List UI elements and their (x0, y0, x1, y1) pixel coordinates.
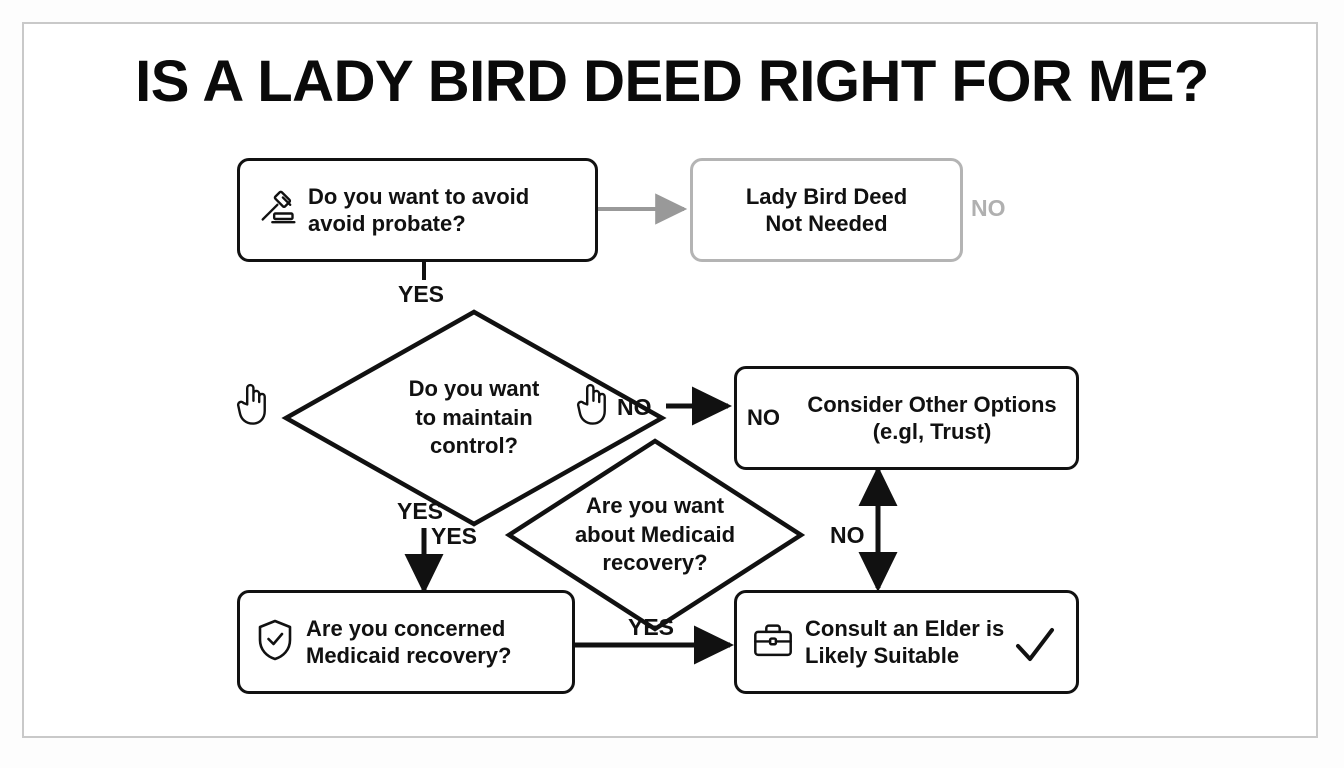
node-probate[interactable]: Do you want to avoid avoid probate? (237, 158, 598, 262)
briefcase-icon (751, 619, 795, 666)
node-concerned-label: Are you concerned Medicaid recovery? (306, 615, 511, 670)
shield-check-icon (254, 617, 296, 668)
edge-label-no-vertical: NO (830, 522, 865, 548)
node-concerned-line2: Medicaid recovery? (306, 643, 512, 668)
node-other-options[interactable]: NO Consider Other Options (e.gl, Trust) (734, 366, 1079, 470)
node-probate-line2: avoid probate? (308, 211, 466, 236)
node-probate-label: Do you want to avoid avoid probate? (308, 183, 529, 238)
node-other-options-line2: (e.gl, Trust) (872, 419, 992, 444)
edge-label-yes-consult: YES (628, 614, 675, 640)
node-not-needed-label: Lady Bird Deed Not Needed (746, 183, 907, 238)
node-consult-elder-label: Consult an Elder is Likely Suitable (805, 615, 1004, 670)
edge-label-yes-left: YES (397, 498, 444, 524)
node-consult-elder[interactable]: Consult an Elder is Likely Suitable (734, 590, 1079, 694)
node-other-options-prefix: NO (747, 405, 780, 431)
pointing-hand-icon-left (232, 378, 272, 431)
node-probate-line1: Do you want to avoid (308, 183, 530, 209)
gavel-icon (254, 186, 298, 235)
edge-label-yes-under-probate: YES (398, 281, 445, 307)
node-not-needed[interactable]: Lady Bird Deed Not Needed (690, 158, 963, 262)
edge-label-no-control: NO (617, 394, 652, 420)
diamond-outline (281, 309, 667, 527)
edge-label-no-top: NO (971, 195, 1006, 221)
pointing-hand-icon-right (572, 378, 612, 431)
node-consult-elder-line2: Likely Suitable (805, 643, 960, 668)
edge-label-yes-right: YES (431, 523, 478, 549)
check-icon (1012, 622, 1058, 673)
node-not-needed-line1: Lady Bird Deed (745, 183, 908, 209)
node-not-needed-line2: Not Needed (765, 211, 888, 236)
node-other-options-line1: Consider Other Options (807, 391, 1057, 417)
node-other-options-label: Consider Other Options (e.gl, Trust) (788, 391, 1076, 446)
node-concerned-line1: Are you concerned (306, 615, 506, 641)
node-consult-elder-line1: Consult an Elder is (805, 615, 1005, 641)
page-title: IS A LADY BIRD DEED RIGHT FOR ME? (135, 49, 1209, 114)
node-concerned[interactable]: Are you concerned Medicaid recovery? (237, 590, 575, 694)
diamond-outline (504, 438, 806, 632)
